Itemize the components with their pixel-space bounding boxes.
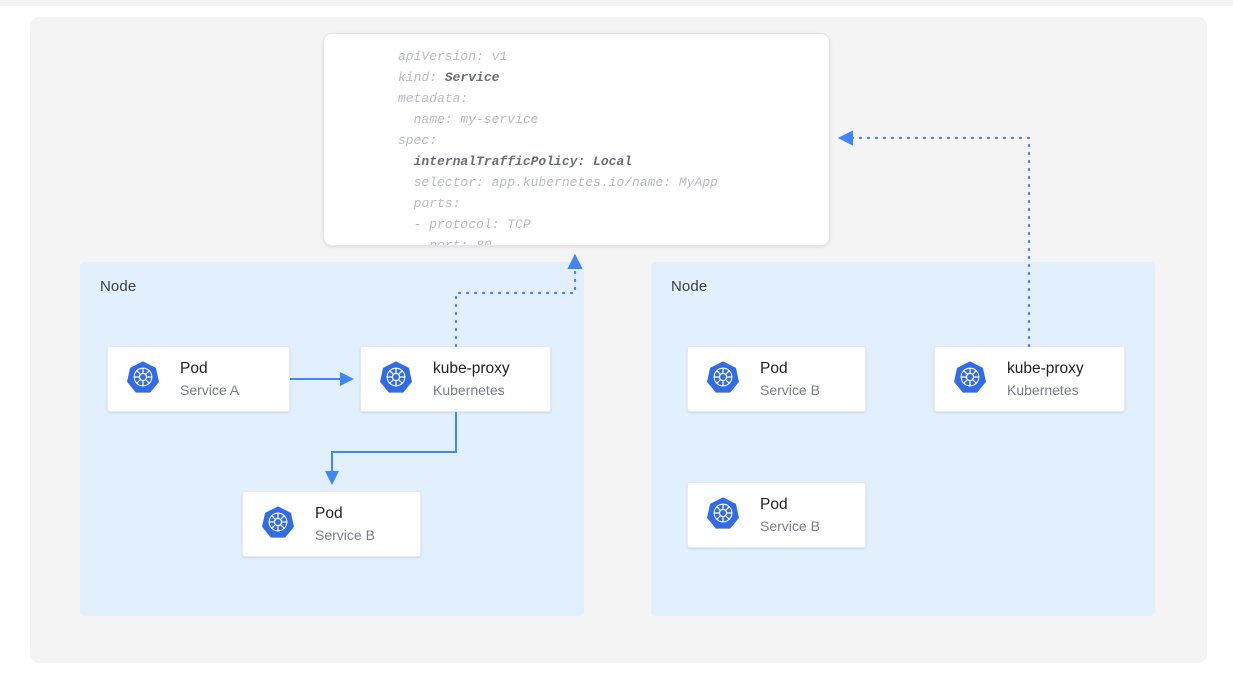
yaml-line: port: 80	[398, 238, 492, 246]
yaml-line: apiVersion: v1	[398, 49, 508, 64]
box-pod-service-b-right-top[interactable]: Pod Service B	[687, 346, 866, 412]
node-left: Node	[80, 262, 584, 616]
box-title: Pod	[760, 495, 788, 513]
yaml-emphasis: internalTrafficPolicy: Local	[413, 154, 633, 169]
yaml-line: name: my-service	[398, 112, 539, 127]
box-pod-service-b-right-bottom[interactable]: Pod Service B	[687, 482, 866, 548]
node-left-label: Node	[100, 278, 137, 295]
box-title: kube-proxy	[433, 359, 510, 377]
box-subtitle: Service B	[760, 517, 820, 534]
box-subtitle: Service B	[760, 381, 820, 398]
yaml-emphasis: Service	[444, 70, 500, 85]
node-right: Node	[651, 262, 1155, 616]
service-spec-card: apiVersion: v1 kind: Service metadata: nam…	[323, 33, 830, 246]
box-title: Pod	[760, 359, 788, 377]
box-subtitle: Service A	[180, 381, 240, 398]
box-title: kube-proxy	[1007, 359, 1084, 377]
box-subtitle: Kubernetes	[433, 381, 505, 398]
box-pod-service-a[interactable]: Pod Service A	[107, 346, 290, 412]
kubernetes-icon	[126, 360, 160, 399]
box-subtitle: Service B	[315, 526, 375, 543]
kubernetes-icon	[706, 360, 740, 399]
node-right-label: Node	[671, 278, 708, 295]
yaml-line: internalTrafficPolicy: Local	[398, 151, 718, 172]
box-title: Pod	[180, 359, 208, 377]
yaml-line: kind: Service	[398, 70, 500, 85]
yaml-line: selector: app.kubernetes.io/name: MyApp	[398, 175, 718, 190]
yaml-line: ports:	[398, 196, 461, 211]
box-kube-proxy-right[interactable]: kube-proxy Kubernetes	[934, 346, 1125, 412]
kubernetes-icon	[706, 496, 740, 535]
top-band	[0, 0, 1233, 6]
kubernetes-icon	[953, 360, 987, 399]
kubernetes-icon	[261, 505, 295, 544]
box-pod-service-b-left[interactable]: Pod Service B	[242, 491, 421, 557]
box-title: Pod	[315, 504, 343, 522]
yaml-line: metadata:	[398, 91, 469, 106]
yaml-line: spec:	[398, 133, 438, 148]
kubernetes-icon	[379, 360, 413, 399]
service-yaml-code: apiVersion: v1 kind: Service metadata: nam…	[398, 46, 718, 246]
box-subtitle: Kubernetes	[1007, 381, 1079, 398]
box-kube-proxy-left[interactable]: kube-proxy Kubernetes	[360, 346, 551, 412]
yaml-line: - protocol: TCP	[398, 217, 531, 232]
